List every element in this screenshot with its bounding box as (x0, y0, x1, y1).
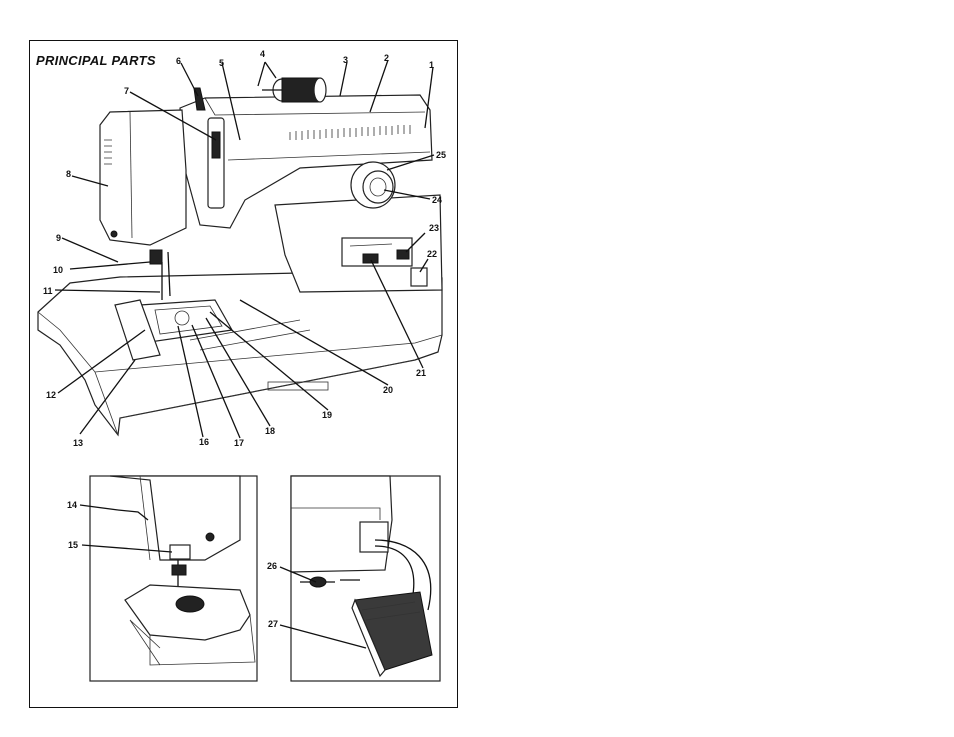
callout-25: 25 (436, 150, 446, 160)
inset-presser-foot (90, 476, 257, 681)
callout-26: 26 (267, 561, 277, 571)
callout-10: 10 (53, 265, 63, 275)
callout-12: 12 (46, 390, 56, 400)
power-switch (411, 268, 427, 286)
stitch-selector-knob (363, 254, 378, 263)
callout-1: 1 (429, 60, 434, 70)
callout-14: 14 (67, 500, 77, 510)
callout-7: 7 (124, 86, 129, 96)
callout-23: 23 (429, 223, 439, 233)
callout-2: 2 (384, 53, 389, 63)
inset-foot-control (291, 476, 440, 681)
callout-4: 4 (260, 49, 265, 59)
callout-18: 18 (265, 426, 275, 436)
callout-5: 5 (219, 58, 224, 68)
callout-24: 24 (432, 195, 442, 205)
light-switch-icon (111, 231, 117, 237)
callout-9: 9 (56, 233, 61, 243)
callout-15: 15 (68, 540, 78, 550)
callout-22: 22 (427, 249, 437, 259)
callout-20: 20 (383, 385, 393, 395)
face-cover (100, 110, 186, 245)
callout-21: 21 (416, 368, 426, 378)
callout-11: 11 (43, 286, 53, 296)
callout-3: 3 (343, 55, 348, 65)
callout-13: 13 (73, 438, 83, 448)
callout-19: 19 (322, 410, 332, 420)
machine-base (38, 273, 442, 435)
callout-27: 27 (268, 619, 278, 629)
thread-take-up-lever (212, 132, 220, 158)
callout-6: 6 (176, 56, 181, 66)
callout-8: 8 (66, 169, 71, 179)
callout-16: 16 (199, 437, 209, 447)
callout-17: 17 (234, 438, 244, 448)
